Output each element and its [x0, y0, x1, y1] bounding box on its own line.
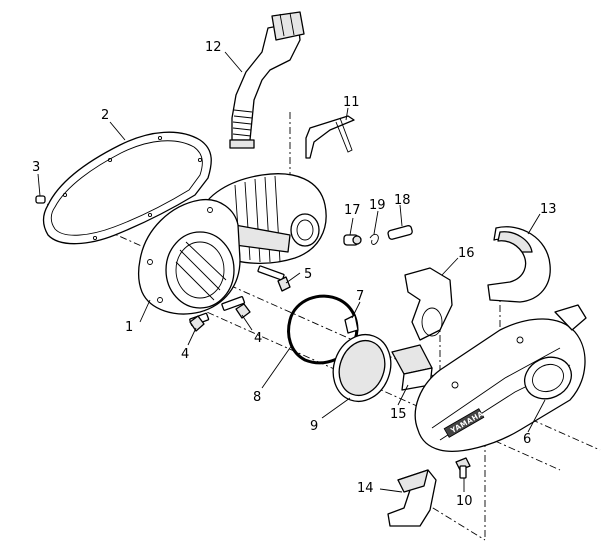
callout-17: 17	[344, 203, 361, 218]
bolt-left	[189, 312, 210, 332]
bearing-holder	[343, 234, 362, 246]
callout-15: 15	[390, 407, 407, 422]
callout-4-left: 4	[181, 347, 189, 362]
callout-8: 8	[253, 390, 261, 405]
callout-2: 2	[101, 108, 109, 123]
spring-clip	[369, 233, 379, 245]
callout-4-right: 4	[254, 331, 262, 346]
leader-lines	[37, 51, 546, 493]
callout-18: 18	[394, 193, 411, 208]
gasket	[42, 131, 212, 245]
dowel-pin	[35, 195, 46, 204]
cover-screw	[455, 457, 471, 479]
bolts	[189, 296, 251, 332]
cover-plate	[332, 333, 392, 403]
pin-collar	[387, 225, 413, 240]
long-bolt	[257, 265, 291, 292]
callout-7: 7	[356, 289, 364, 304]
callout-6: 6	[523, 432, 531, 447]
callout-12: 12	[205, 40, 222, 55]
callout-5: 5	[304, 267, 312, 282]
guard-link-line	[419, 499, 486, 541]
retainer-clip	[344, 314, 359, 334]
bolt-right	[221, 296, 251, 319]
outer-cover: YAMAHA	[414, 304, 587, 452]
small-plate	[391, 344, 433, 391]
callout-9: 9	[310, 419, 318, 434]
air-duct	[229, 11, 305, 149]
callout-13: 13	[540, 202, 557, 217]
callout-11: 11	[343, 95, 360, 110]
callout-16: 16	[458, 246, 475, 261]
callout-14: 14	[357, 481, 374, 496]
callout-10: 10	[456, 494, 473, 509]
inner-cover	[138, 198, 241, 315]
callout-labels: 1 2 3 4 4 5 6 7 8 9 10 11 12 13 14 15 16…	[32, 40, 557, 509]
callout-1: 1	[125, 320, 133, 335]
lower-guard	[387, 469, 437, 527]
duct-bracket	[404, 267, 453, 341]
callout-19: 19	[369, 198, 386, 213]
duct-clip	[305, 115, 355, 159]
callout-3: 3	[32, 160, 40, 175]
upper-guard	[487, 226, 551, 303]
